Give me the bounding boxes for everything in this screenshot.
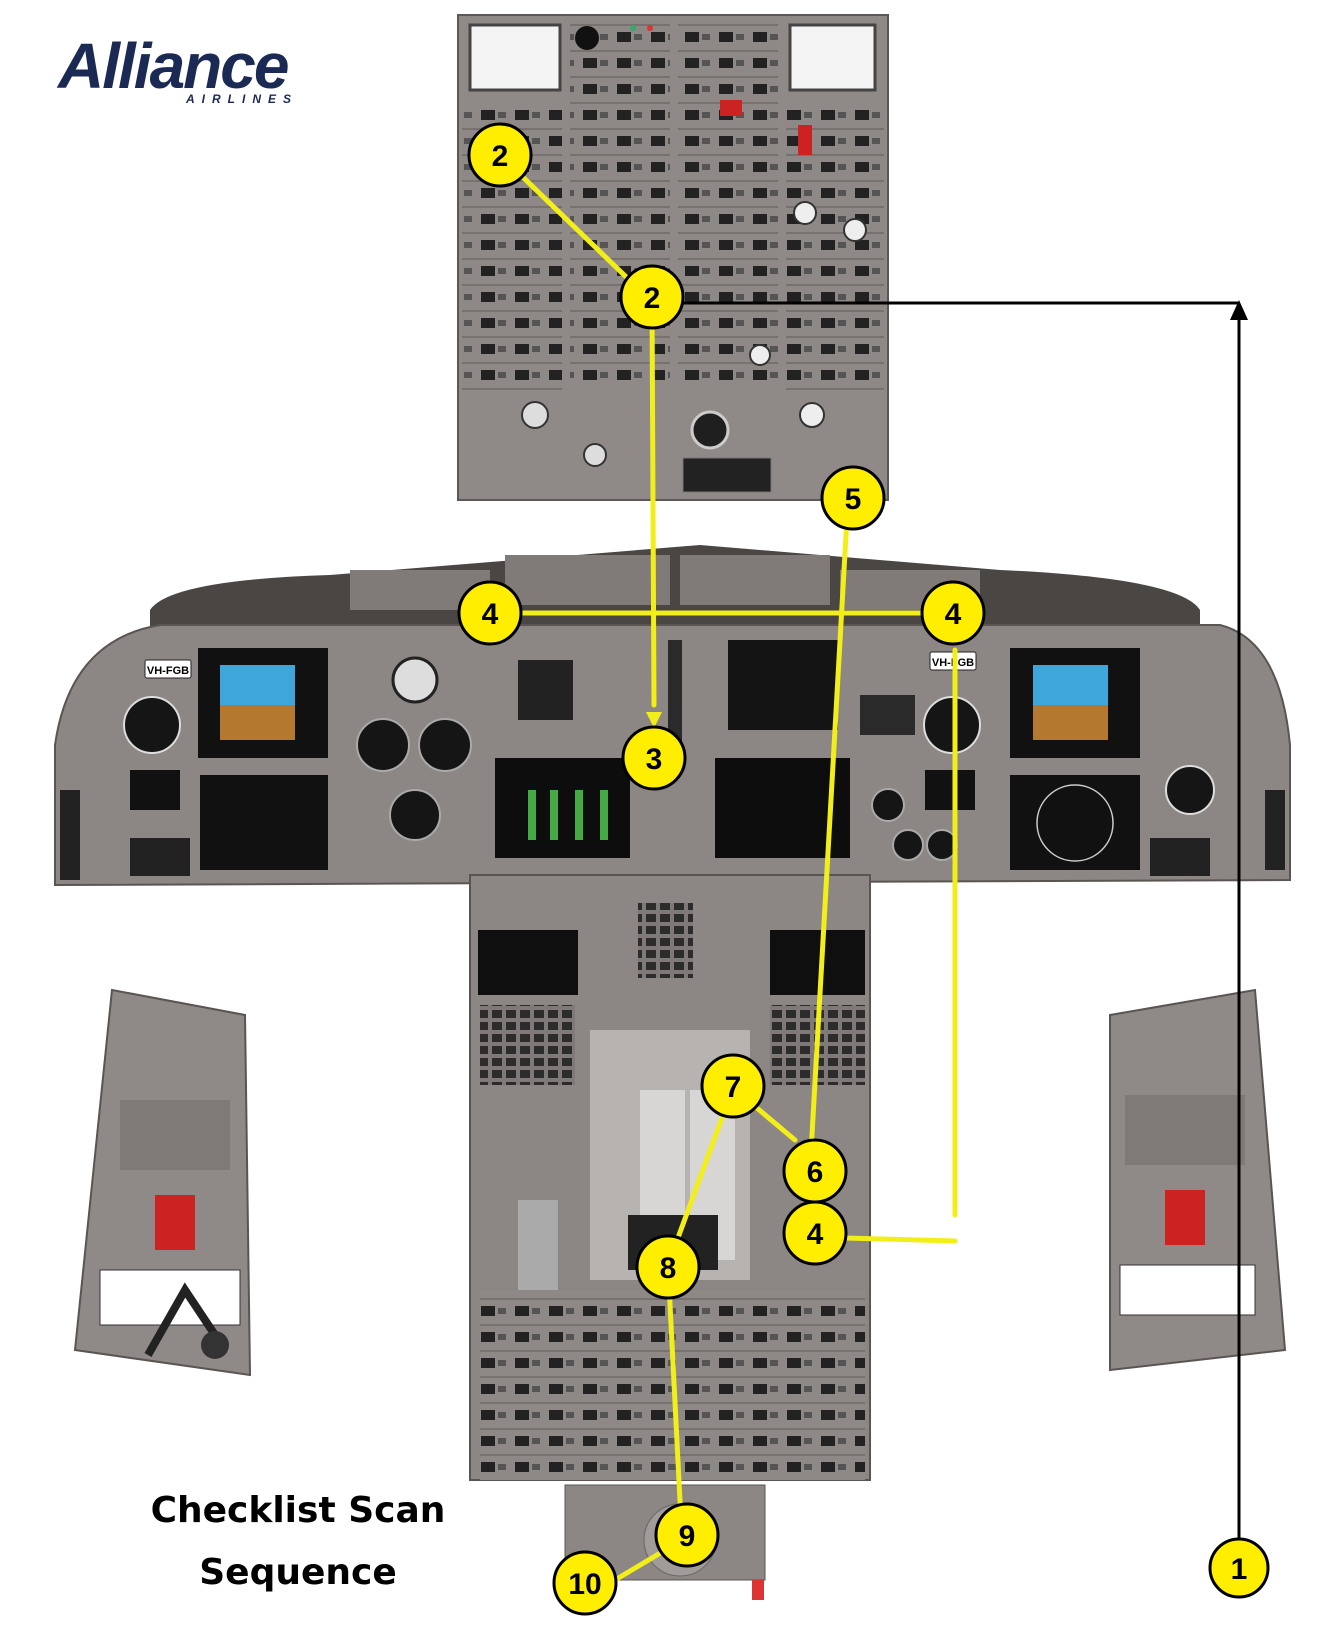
marker-2-overhead-center: 2 [619, 264, 685, 330]
marker-4-glareshield-left: 4 [457, 580, 523, 646]
overhead-light-right [788, 23, 877, 92]
marker-4-pedestal: 4 [782, 1200, 848, 1266]
svg-text:7: 7 [725, 1071, 742, 1104]
marker-3: 3 [621, 725, 687, 791]
svg-text:2: 2 [492, 140, 509, 173]
glareshield [150, 545, 1200, 630]
marker-10: 10 [552, 1550, 618, 1616]
svg-text:3: 3 [646, 743, 663, 776]
marker-4-glareshield-right: 4 [920, 580, 986, 646]
engine-display [495, 758, 630, 858]
caption-line-1: Checklist Scan [150, 1490, 446, 1531]
marker-1: 1 [1208, 1537, 1270, 1599]
fo-nd [1010, 775, 1140, 870]
marker-7: 7 [700, 1053, 766, 1119]
svg-text:10: 10 [568, 1568, 601, 1601]
svg-text:8: 8 [660, 1252, 677, 1285]
svg-text:4: 4 [482, 598, 499, 631]
marker-8: 8 [635, 1234, 701, 1300]
logo-tagline: AIRLINES [186, 92, 299, 106]
svg-text:1: 1 [1231, 1553, 1248, 1586]
tail-registration-left: VH-FGB [147, 665, 189, 677]
diagram-caption: Checklist Scan Sequence [118, 1480, 478, 1604]
left-side-console [73, 988, 252, 1377]
marker-2-overhead-left: 2 [467, 122, 533, 188]
captain-nd [200, 775, 328, 870]
return-path [652, 300, 1248, 1560]
svg-text:5: 5 [845, 483, 862, 516]
marker-6: 6 [782, 1138, 848, 1204]
marker-9: 9 [654, 1502, 720, 1568]
svg-text:6: 6 [807, 1156, 824, 1189]
svg-text:4: 4 [945, 598, 962, 631]
alliance-logo: Alliance AIRLINES [58, 30, 348, 110]
logo-wordmark: Alliance [58, 30, 289, 102]
right-side-console [1109, 988, 1287, 1372]
svg-text:4: 4 [807, 1218, 824, 1251]
svg-text:9: 9 [679, 1520, 696, 1553]
svg-text:2: 2 [644, 282, 661, 315]
overhead-panel [457, 14, 889, 501]
overhead-light-left [468, 23, 562, 92]
caption-line-2: Sequence [199, 1552, 397, 1593]
marker-5: 5 [820, 465, 886, 531]
